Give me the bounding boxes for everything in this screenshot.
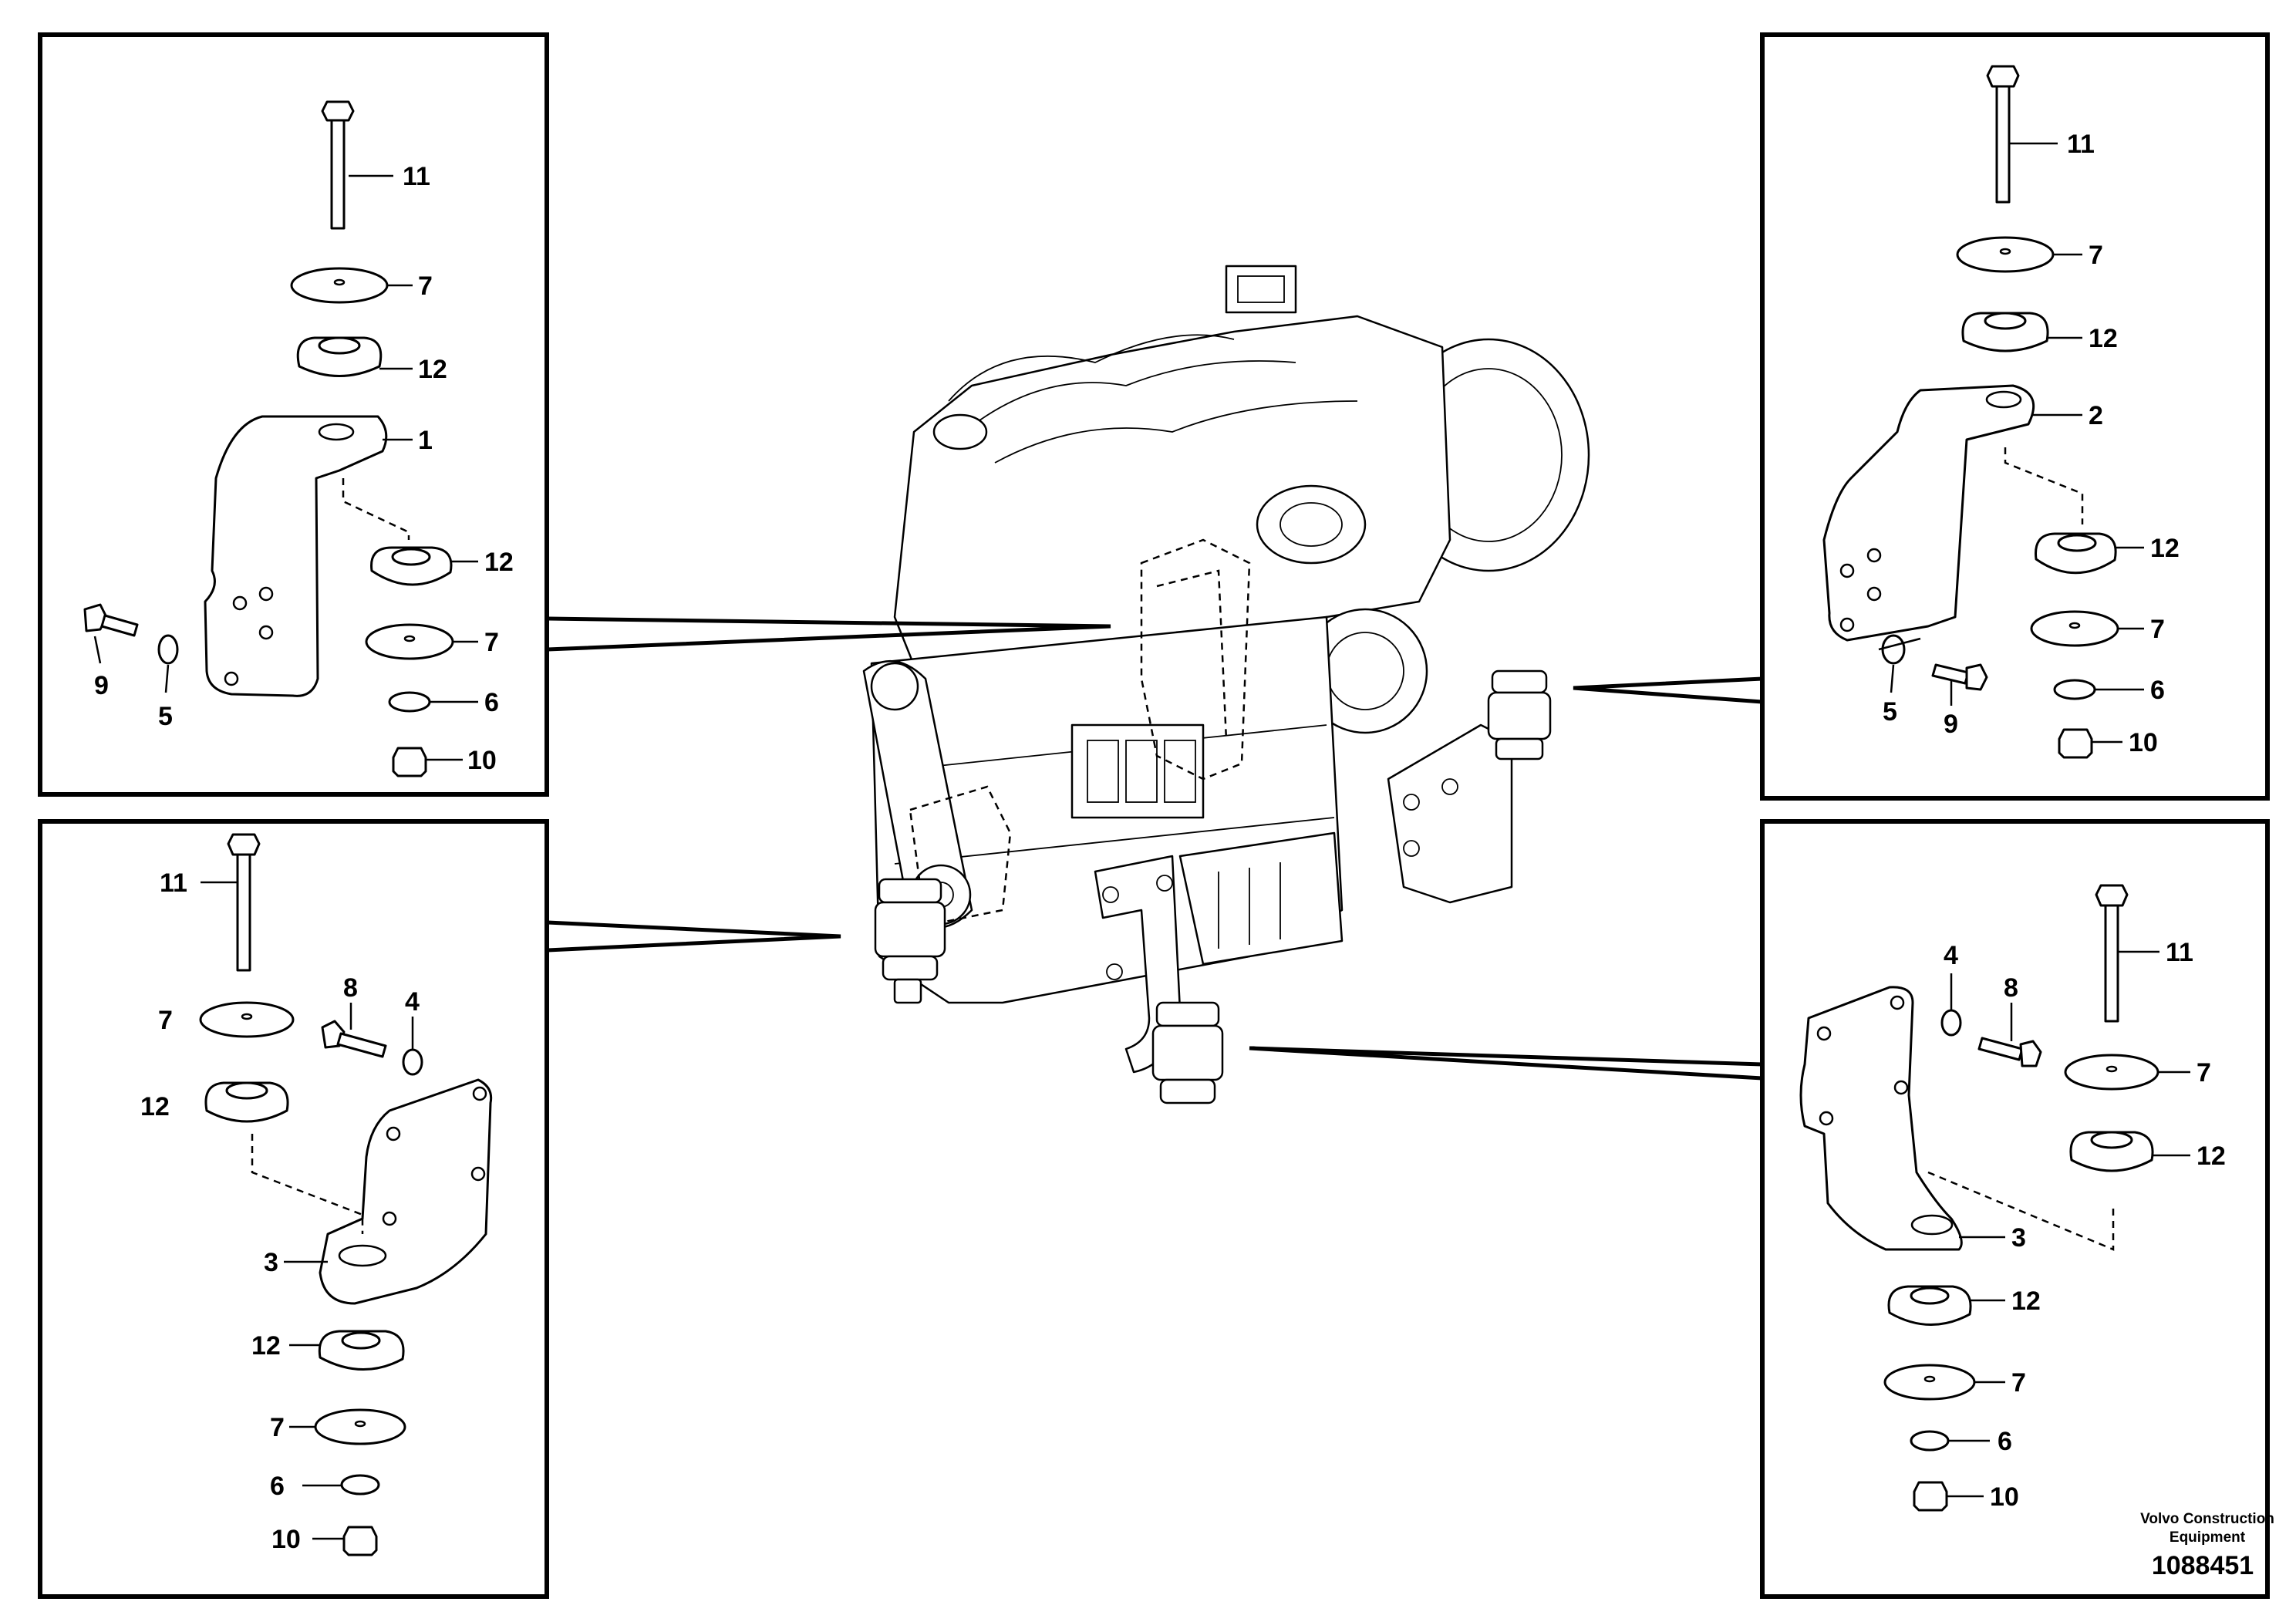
part-number: 1088451 <box>2152 1551 2254 1580</box>
side-washer-part <box>1881 634 1906 665</box>
cushion-part <box>370 546 453 586</box>
nut-part <box>1913 1481 1948 1512</box>
callout-cushion: 12 <box>484 548 514 577</box>
callout-small-washer: 6 <box>484 688 499 717</box>
bolt-part <box>227 833 261 972</box>
callout-cushion: 12 <box>2089 324 2118 353</box>
side-washer-part <box>1940 1009 1962 1037</box>
detail-frame-top-left: 11 7 12 1 12 7 6 10 9 5 <box>38 32 549 797</box>
side-bolt-part <box>1977 1037 2042 1067</box>
bracket-part <box>204 415 388 697</box>
callout-bracket: 3 <box>2011 1223 2026 1253</box>
callout-bolt: 11 <box>2166 938 2193 967</box>
detail-frame-top-right: 11 7 12 2 12 7 6 10 5 9 <box>1760 32 2270 801</box>
callout-cushion: 12 <box>140 1092 170 1121</box>
side-bolt-part <box>1931 663 1988 691</box>
callout-side-washer: 5 <box>158 702 173 731</box>
side-washer-part <box>157 634 179 665</box>
side-washer-part <box>402 1048 423 1076</box>
bolt-part <box>1986 65 2020 204</box>
detail-frame-bottom-right: 4 8 11 7 12 3 12 7 6 10 Volvo Constructi… <box>1760 819 2274 1599</box>
small-washer-part <box>1910 1430 1950 1452</box>
callout-cushion: 12 <box>251 1331 281 1361</box>
callout-bracket: 2 <box>2089 401 2103 430</box>
cushion-part <box>296 336 383 377</box>
callout-nut: 10 <box>271 1525 301 1554</box>
callout-nut: 10 <box>2129 728 2158 757</box>
side-bolt-part <box>83 603 139 637</box>
cushion-part <box>2035 532 2117 575</box>
callout-cushion: 12 <box>2197 1141 2226 1171</box>
nut-part <box>2058 728 2093 759</box>
callout-washer: 7 <box>2197 1058 2211 1088</box>
callout-side-bolt: 9 <box>94 671 109 700</box>
engine-illustration <box>862 265 1590 1104</box>
cushion-part <box>2069 1131 2154 1172</box>
bracket-part <box>319 1078 493 1305</box>
detail-frame-bottom-left: 11 8 4 7 12 3 12 7 6 10 <box>38 819 549 1599</box>
cushion-part <box>1887 1285 1972 1326</box>
cushion-part <box>1961 312 2049 352</box>
small-washer-part <box>340 1474 380 1496</box>
nut-part <box>392 747 427 777</box>
callout-side-bolt: 9 <box>1944 710 1958 739</box>
callout-side-bolt: 8 <box>343 973 358 1003</box>
side-bolt-part <box>321 1020 387 1058</box>
cushion-part <box>318 1330 405 1371</box>
callout-washer: 7 <box>484 628 499 657</box>
callout-small-washer: 6 <box>1998 1427 2012 1456</box>
callout-small-washer: 6 <box>2150 676 2165 705</box>
callout-side-bolt: 8 <box>2004 973 2018 1003</box>
callout-cushion: 12 <box>2150 534 2180 563</box>
callout-washer: 7 <box>418 271 433 301</box>
callout-washer: 7 <box>270 1413 285 1442</box>
callout-washer: 7 <box>158 1006 173 1035</box>
bolt-part <box>2095 884 2129 1023</box>
bolt-part <box>321 100 355 230</box>
small-washer-part <box>388 691 431 713</box>
bracket-part <box>1822 384 2035 642</box>
callout-side-washer: 4 <box>1944 941 1958 970</box>
callout-side-washer: 4 <box>405 987 420 1017</box>
connector-lines <box>547 616 1763 1081</box>
callout-bolt: 11 <box>403 162 430 191</box>
callout-nut: 10 <box>467 746 497 775</box>
callout-bracket: 3 <box>264 1248 278 1277</box>
small-washer-part <box>2053 679 2096 700</box>
brand-line-2: Equipment <box>2170 1529 2246 1546</box>
callout-nut: 10 <box>1990 1482 2019 1512</box>
callout-bolt: 11 <box>160 868 187 898</box>
callout-small-washer: 6 <box>270 1472 285 1501</box>
callout-washer: 7 <box>2089 241 2103 270</box>
nut-part <box>342 1526 378 1556</box>
callout-cushion: 12 <box>2011 1286 2041 1316</box>
callout-washer: 7 <box>2150 615 2165 644</box>
callout-cushion: 12 <box>418 355 447 384</box>
callout-bolt: 11 <box>2067 130 2095 159</box>
callout-side-washer: 5 <box>1883 697 1897 727</box>
bracket-part <box>1799 986 1963 1251</box>
callout-washer: 7 <box>2011 1368 2026 1398</box>
brand-line-1: Volvo Construction <box>2140 1511 2274 1527</box>
callout-bracket: 1 <box>418 426 433 455</box>
cushion-part <box>204 1081 289 1123</box>
